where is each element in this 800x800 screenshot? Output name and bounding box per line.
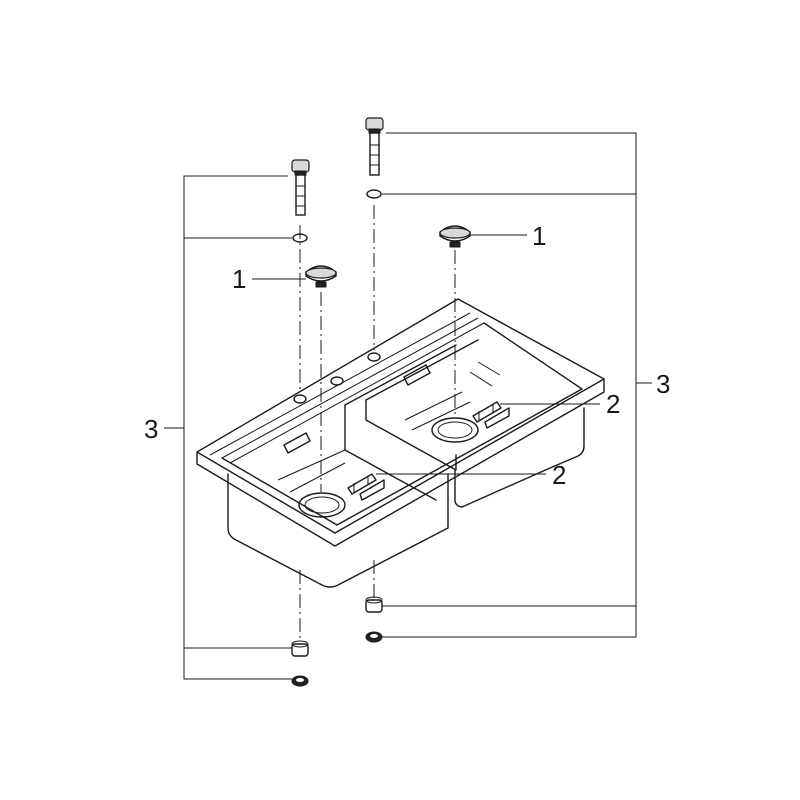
callout-kit-left: 3 xyxy=(144,414,158,444)
callout-strainer-right: 1 xyxy=(532,221,546,251)
overflow-slot-right xyxy=(403,364,431,386)
clip-left xyxy=(347,473,385,501)
tap-hole-right xyxy=(367,352,381,362)
strainer-plug-left xyxy=(305,265,337,288)
spacer-right xyxy=(365,596,383,613)
strainer-plug-right xyxy=(439,225,471,248)
callout-clip-right: 2 xyxy=(606,389,620,419)
assembly-axes xyxy=(299,205,456,640)
sink-body xyxy=(196,298,605,588)
leader-lines xyxy=(164,132,652,680)
washer-right xyxy=(366,189,382,199)
spacer-left xyxy=(291,640,309,657)
bowl-rim xyxy=(221,322,583,526)
tap-hole-left xyxy=(293,394,307,404)
callout-kit-right: 3 xyxy=(656,369,670,399)
sink-deck-outline xyxy=(196,298,605,547)
fixing-bolt-right xyxy=(365,117,384,176)
clip-right xyxy=(472,401,510,429)
callout-clip-left: 2 xyxy=(552,460,566,490)
bowl-divider xyxy=(344,404,437,501)
nut-right xyxy=(365,631,383,643)
bowl-divider-right xyxy=(365,399,457,471)
overflow-slot-left xyxy=(283,432,311,454)
bowl-left-outer xyxy=(227,473,449,588)
tap-hole-center xyxy=(330,376,344,386)
drain-hole-left xyxy=(298,492,346,518)
nut-left xyxy=(291,675,309,687)
callout-strainer-left: 1 xyxy=(232,264,246,294)
washer-left xyxy=(292,233,308,243)
bowl-right-outer xyxy=(454,407,585,508)
sink-deck-edge xyxy=(196,378,605,534)
drain-hole-right xyxy=(431,417,479,443)
fixing-bolt-left xyxy=(291,159,310,216)
